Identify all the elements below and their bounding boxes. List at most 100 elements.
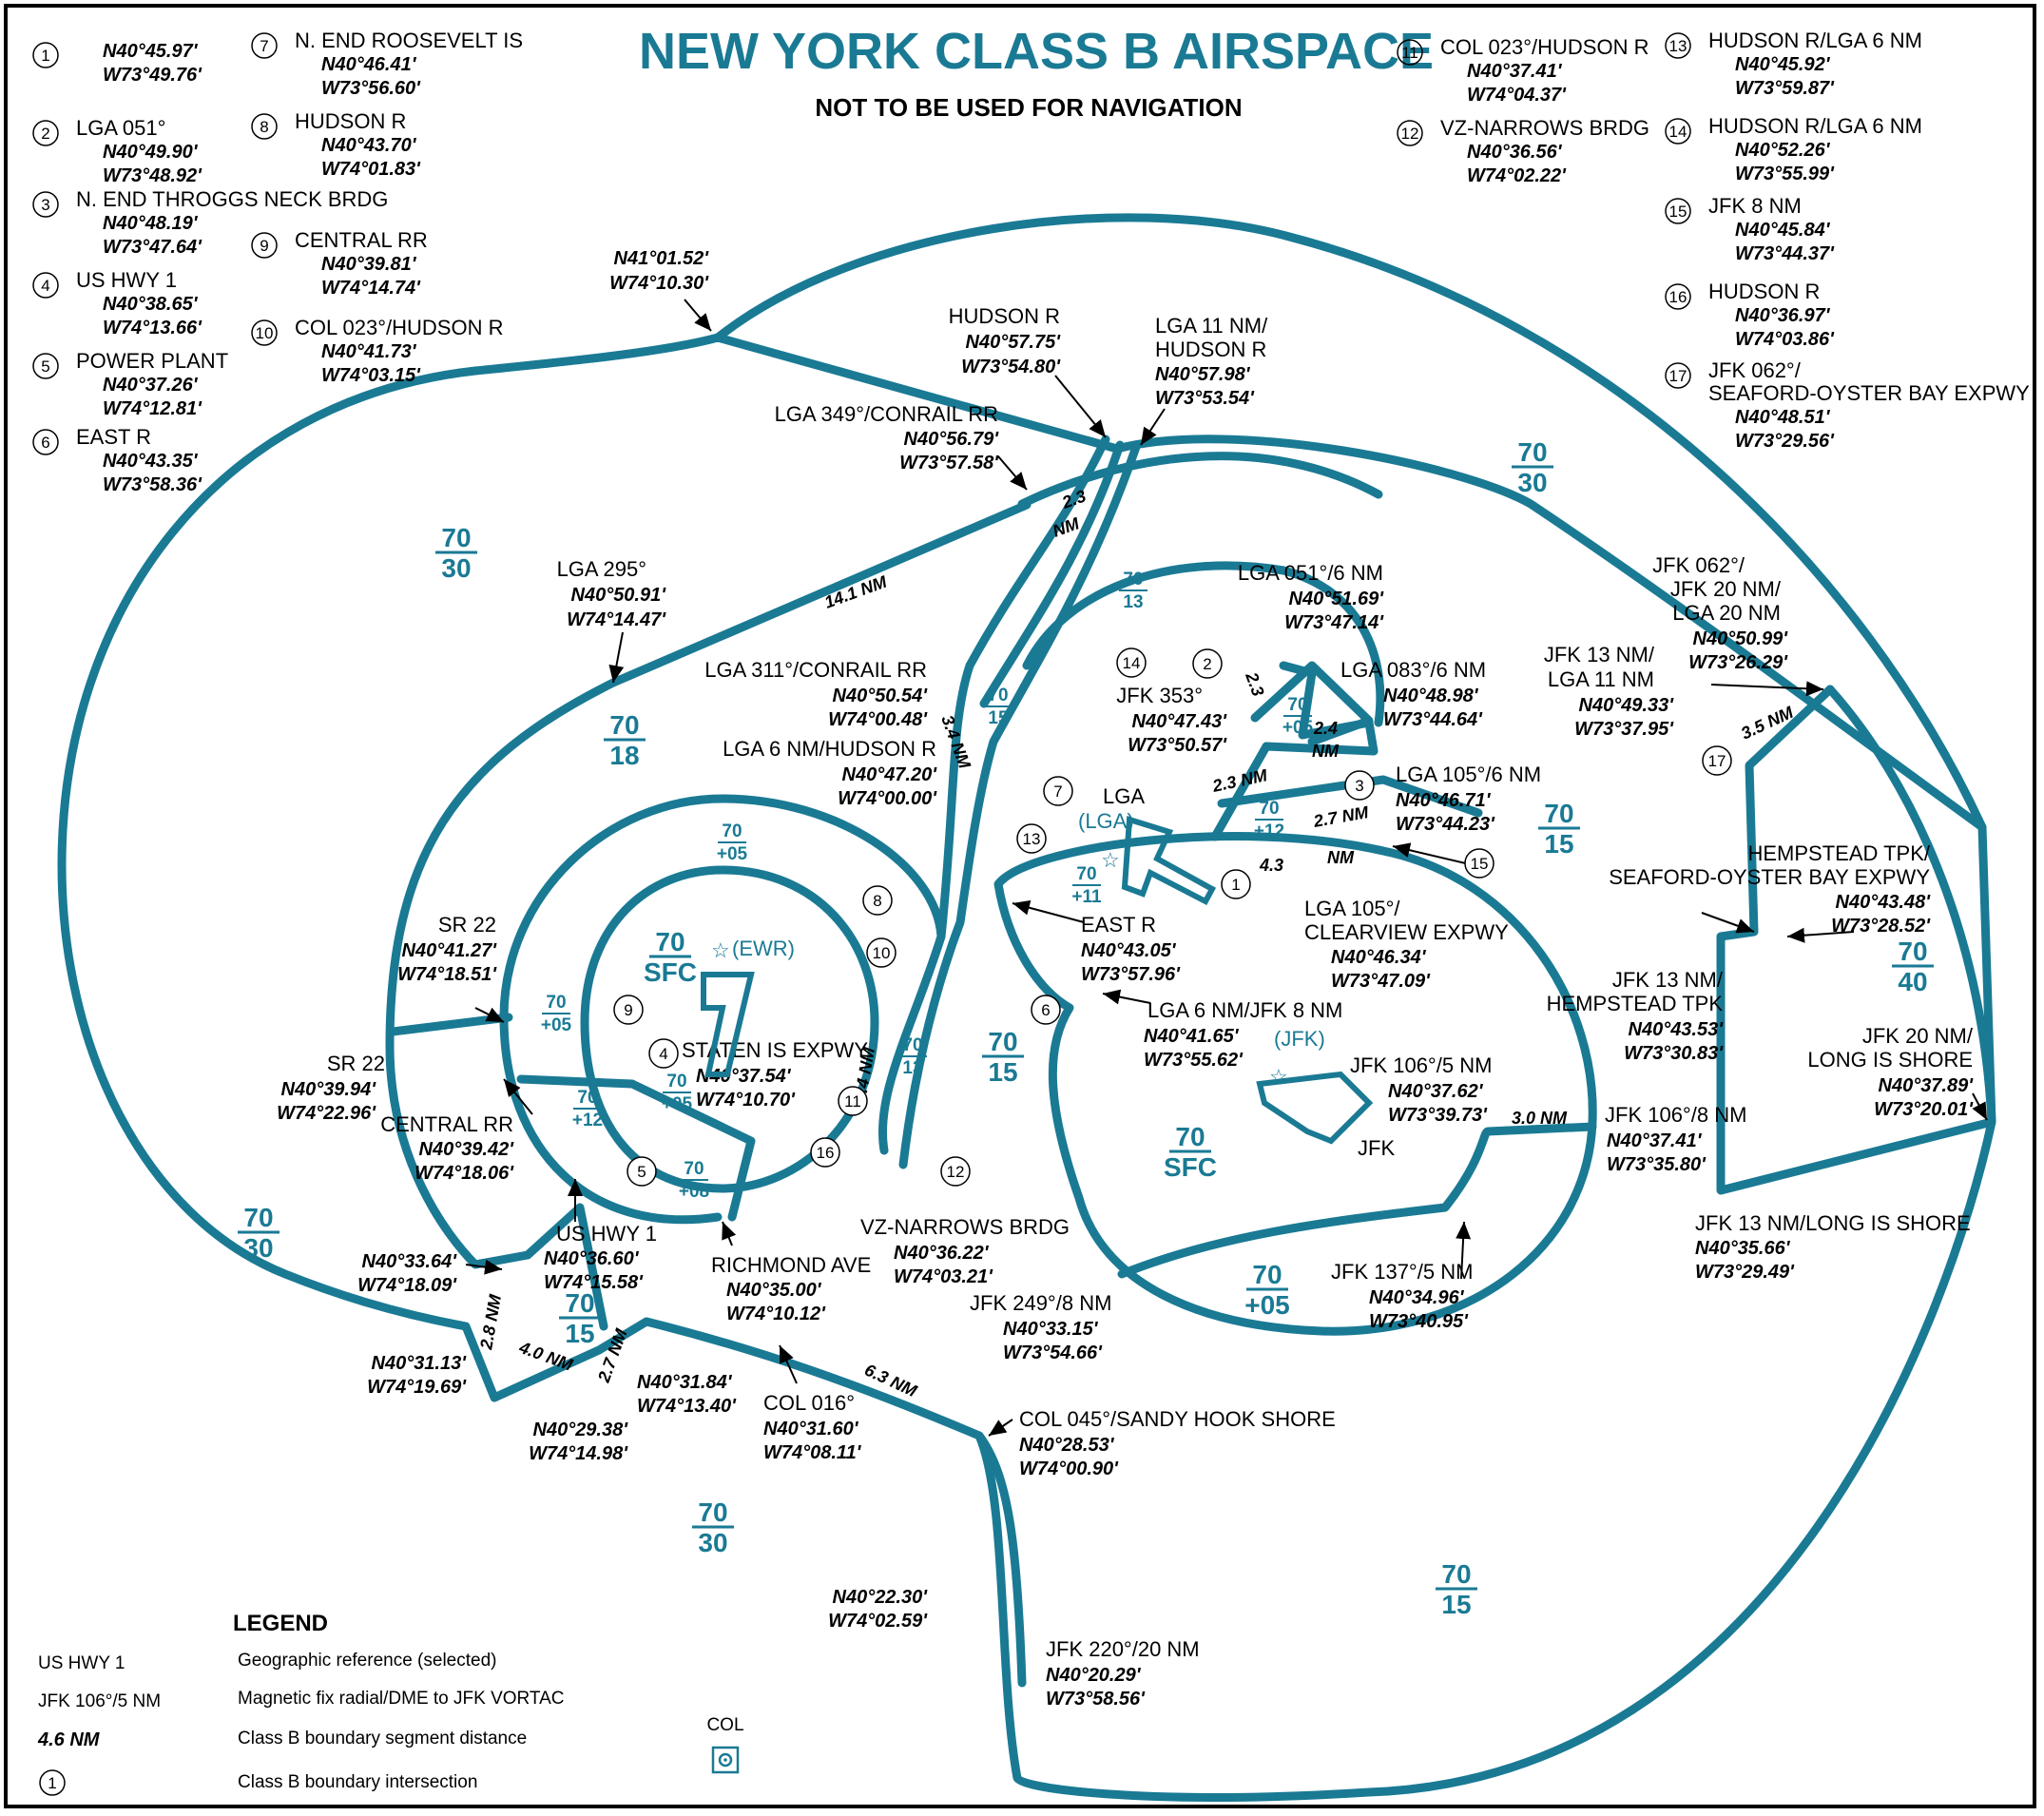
leader-arrow	[1972, 1092, 1988, 1121]
label-col045-lat: N40°28.53'	[1019, 1435, 1115, 1456]
altitude-bottom: +05	[662, 1094, 693, 1114]
altitude-bottom: +12	[572, 1111, 603, 1130]
label-eastr-lat: N40°43.05'	[1081, 940, 1177, 961]
altitude-bottom: 15	[565, 1319, 594, 1348]
intersection-name: VZ-NARROWS BRDG	[1440, 116, 1649, 140]
hudson-corridor-right	[898, 442, 1141, 1169]
intersection-lon: W73°49.76'	[103, 65, 202, 86]
legend-desc-2: Magnetic fix radial/DME to JFK VORTAC	[238, 1689, 565, 1709]
intersection-lon: W73°44.37'	[1735, 243, 1835, 264]
label-ushwy1-lat: N40°36.60'	[544, 1248, 640, 1269]
label-jfk20li-lat: N40°37.89'	[1879, 1075, 1975, 1096]
label-col016-lon: W74°08.11'	[763, 1442, 862, 1463]
legend-sym-3: 4.6 NM	[37, 1729, 101, 1750]
label-centralrr-lat: N40°39.42'	[419, 1139, 515, 1160]
intersection-circle-icon	[32, 120, 59, 146]
label-s1-lat: N40°22.30'	[833, 1587, 929, 1608]
intersection-name: HUDSON R	[295, 109, 406, 133]
altitude-bottom: 30	[441, 553, 471, 583]
altitude-top: 70	[902, 1035, 922, 1055]
altitude-bottom: +05	[1244, 1290, 1290, 1320]
central-rr-cut	[516, 1074, 756, 1222]
vortac-center-icon	[718, 1752, 733, 1768]
leader-arrows	[465, 299, 1988, 1437]
altitude-bottom: +12	[1254, 821, 1284, 841]
leader-arrow	[1456, 1221, 1472, 1280]
label-richmond-lat: N40°35.00'	[726, 1280, 822, 1301]
label-hudson-top: HUDSON R	[949, 304, 1060, 328]
label-lga6hud-lat: N40°47.20'	[842, 764, 938, 785]
altitude-bottom: 40	[1898, 967, 1927, 996]
label-jfk106-8-lon: W73°35.80'	[1607, 1154, 1707, 1175]
label-lga11: LGA 11 NM/	[1155, 314, 1268, 338]
hudson-corridor-left	[877, 435, 1110, 1155]
map-intersection-icon	[1031, 995, 1061, 1025]
intersection-name: COL 023°/HUDSON R	[295, 316, 503, 339]
intersection-name: EAST R	[76, 425, 151, 449]
intersection-lat: N40°45.84'	[1735, 220, 1831, 241]
hudson-corridor-mid	[979, 440, 1125, 708]
label-vz: VZ-NARROWS BRDG	[860, 1215, 1070, 1239]
intersection-lon: W74°01.83'	[321, 159, 421, 180]
label-jfk106-5-lat: N40°37.62'	[1388, 1081, 1484, 1102]
map-intersection-number: 9	[624, 1001, 632, 1019]
label-jfk249-lon: W73°54.66'	[1003, 1343, 1103, 1363]
label-eastr-lon: W73°57.96'	[1081, 964, 1181, 985]
airport-lga-name: LGA	[1103, 784, 1145, 808]
altitude-top: 70	[666, 1072, 686, 1092]
intersection-number: 12	[1401, 125, 1419, 143]
altitude-bottom: +11	[1071, 887, 1102, 907]
label-jfk20li: JFK 20 NM/	[1862, 1024, 1974, 1048]
intersection-lon: W73°48.92'	[103, 165, 202, 186]
intersection-circle-icon	[1665, 32, 1691, 59]
legend-sym-1: US HWY 1	[38, 1653, 125, 1673]
seg-nm-2: NM	[1312, 742, 1340, 761]
altitude-top: 70	[684, 1159, 704, 1179]
ewr-ring-2	[580, 865, 879, 1193]
altitude-top: 70	[698, 1497, 727, 1527]
label-lga11-2: HUDSON R	[1155, 338, 1266, 361]
leader-arrow	[1054, 375, 1107, 438]
label-vz-lon: W74°03.21'	[894, 1266, 993, 1287]
label-sr22b-lat: N40°39.94'	[281, 1079, 377, 1100]
map-labels: N41°01.52' W74°10.30' HUDSON R N40°57.75…	[277, 248, 1974, 1710]
label-lga311: LGA 311°/CONRAIL RR	[704, 658, 927, 682]
label-lga105a: LGA 105°/6 NM	[1396, 763, 1541, 786]
map-intersection-number: 10	[873, 944, 891, 962]
intersection-lon: W74°03.86'	[1735, 329, 1835, 350]
leader-arrow	[503, 1078, 533, 1115]
label-jfk353: JFK 353°	[1116, 684, 1203, 707]
altitude-top: 70	[1544, 799, 1573, 828]
altitude-bottom: 15	[1441, 1590, 1471, 1619]
leader-arrow	[474, 1007, 505, 1023]
altitude-top: 70	[1076, 864, 1096, 884]
altitude-bottom: +08	[679, 1182, 709, 1202]
map-frame	[4, 4, 2036, 1808]
label-jfk220-lon: W73°58.56'	[1046, 1689, 1146, 1710]
intersection-lat: N40°52.26'	[1735, 140, 1831, 161]
label-sw4-lon: W74°13.40'	[637, 1396, 737, 1417]
label-hudson-top-lat: N40°57.75'	[966, 332, 1062, 353]
label-lga105b-lat: N40°46.34'	[1331, 947, 1427, 968]
label-jfk062: JFK 062°/	[1652, 553, 1745, 577]
label-richmond-lon: W74°10.12'	[726, 1304, 826, 1324]
seg-2-7b: 2.7 NM	[594, 1325, 631, 1385]
map-intersection-number: 11	[844, 1092, 861, 1111]
map-intersection-icon	[838, 1086, 868, 1116]
intersection-number: 3	[41, 196, 49, 214]
map-intersection-icon	[1702, 745, 1732, 776]
leader-arrow	[684, 299, 712, 332]
label-hudson-top-lon: W73°54.80'	[961, 357, 1061, 377]
sr22-cut	[388, 1013, 513, 1036]
altitude-bottom: 30	[1517, 468, 1547, 497]
label-sr22a: SR 22	[438, 913, 496, 937]
label-lga6jfk8-lat: N40°41.65'	[1144, 1026, 1240, 1047]
intersection-name: HUDSON R/LGA 6 NM	[1708, 114, 1922, 138]
intersection-name: SEAFORD-OYSTER BAY EXPWY	[1708, 381, 2030, 405]
map-intersection-number: 6	[1041, 1001, 1050, 1019]
leader-arrow	[465, 1259, 503, 1275]
intersection-number: 14	[1669, 123, 1687, 141]
intersection-name: US HWY 1	[76, 268, 177, 292]
leader-arrow	[1102, 989, 1151, 1005]
map-intersection-icon	[648, 1038, 679, 1069]
